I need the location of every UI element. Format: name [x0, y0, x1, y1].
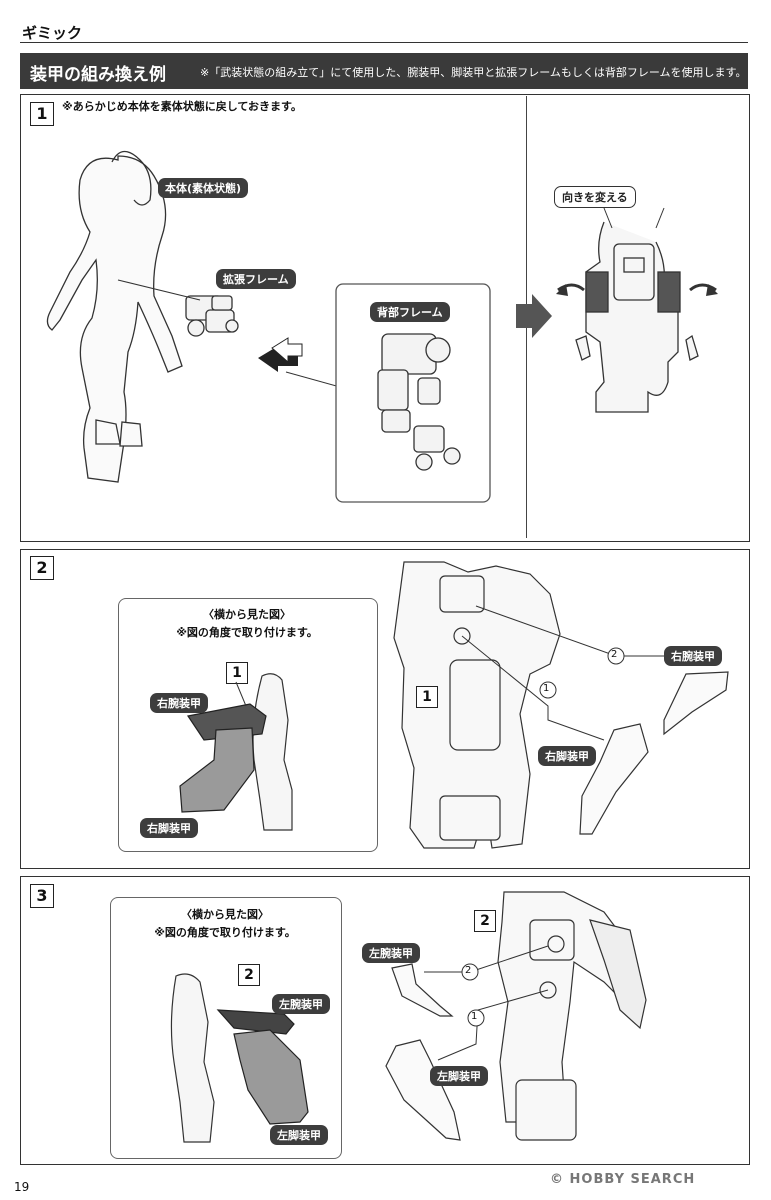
page-number: 19: [14, 1180, 30, 1194]
step3-inset-label-arm: 左腕装甲: [272, 994, 330, 1014]
step2-inset-note: ※図の角度で取り付けます。: [176, 626, 318, 639]
step3-arm-armor-part: [391, 963, 454, 1017]
step2-order-leg: 1: [543, 683, 550, 694]
section-title: ギミック: [22, 24, 83, 42]
step2-main-step: 1: [416, 686, 438, 708]
step3-leg-armor-part: [385, 1039, 461, 1141]
header-rule: [20, 42, 748, 43]
step1-number: 1: [30, 102, 54, 126]
rotate-right-icon: [689, 283, 717, 292]
swap-arrow-icon: [258, 337, 303, 372]
step3-label-leg-armor: 左脚装甲: [430, 1066, 488, 1086]
leg-leader: [461, 635, 605, 741]
step3-order-leg: 1: [471, 1011, 478, 1022]
step2-label-arm-armor: 右腕装甲: [664, 646, 722, 666]
step2-order-arm: 2: [611, 649, 618, 660]
banner-note: ※「武装状態の組み立て」にて使用した、腕装甲、脚装甲と拡張フレームもしくは背部フ…: [200, 66, 747, 79]
label-turn-around: 向きを変える: [554, 186, 636, 208]
back-view-drawing: [575, 221, 699, 413]
back-frame-drawing: [377, 333, 461, 471]
leg-leader-3: [437, 989, 549, 1061]
step3-label-arm-armor: 左腕装甲: [362, 943, 420, 963]
ext-frame-leader: [117, 279, 201, 301]
step3-figure-drawing: [497, 891, 647, 1141]
label-extension-frame: 拡張フレーム: [216, 269, 296, 289]
figure-body-drawing: [46, 150, 183, 483]
step3-inset-label-leg: 左脚装甲: [270, 1125, 328, 1145]
step3-inset-note: ※図の角度で取り付けます。: [154, 926, 296, 939]
step3-main-step: 2: [474, 910, 496, 932]
step2-inset-label-leg: 右脚装甲: [140, 818, 198, 838]
step3-inset-step: 2: [238, 964, 260, 986]
step2-inset-label-arm: 右腕装甲: [150, 693, 208, 713]
banner-title: 装甲の組み換え例: [30, 65, 166, 85]
next-arrow-icon: [516, 294, 552, 338]
step2-inset-title: 〈横から見た図〉: [203, 608, 291, 621]
step3-number: 3: [30, 884, 54, 908]
step2-figure-drawing: [393, 561, 561, 849]
step3-inset-title: 〈横から見た図〉: [181, 908, 269, 921]
watermark-logo: © HOBBY SEARCH: [550, 1172, 696, 1187]
step3-order-arm: 2: [465, 965, 472, 976]
step2-label-leg-armor: 右脚装甲: [538, 746, 596, 766]
step2-inset-leg-armor: [179, 727, 255, 813]
rotate-left-icon: [557, 283, 585, 292]
step2-leg-armor-part: [579, 723, 649, 835]
step2-number: 2: [30, 556, 54, 580]
banner: 装甲の組み換え例 ※「武装状態の組み立て」にて使用した、腕装甲、脚装甲と拡張フレ…: [20, 53, 748, 89]
extension-frame-drawing: [185, 295, 239, 337]
step3-inset-arm-armor: [216, 1009, 295, 1035]
step2-arm-armor-part: [663, 671, 729, 736]
step3-inset-leg-armor: [233, 1029, 309, 1125]
label-back-frame: 背部フレーム: [370, 302, 450, 322]
step1-note: ※あらかじめ本体を素体状態に戻しておきます。: [62, 100, 302, 113]
step3-inset-leg-drawing: [170, 973, 215, 1143]
label-body-bare: 本体(素体状態): [158, 178, 249, 198]
